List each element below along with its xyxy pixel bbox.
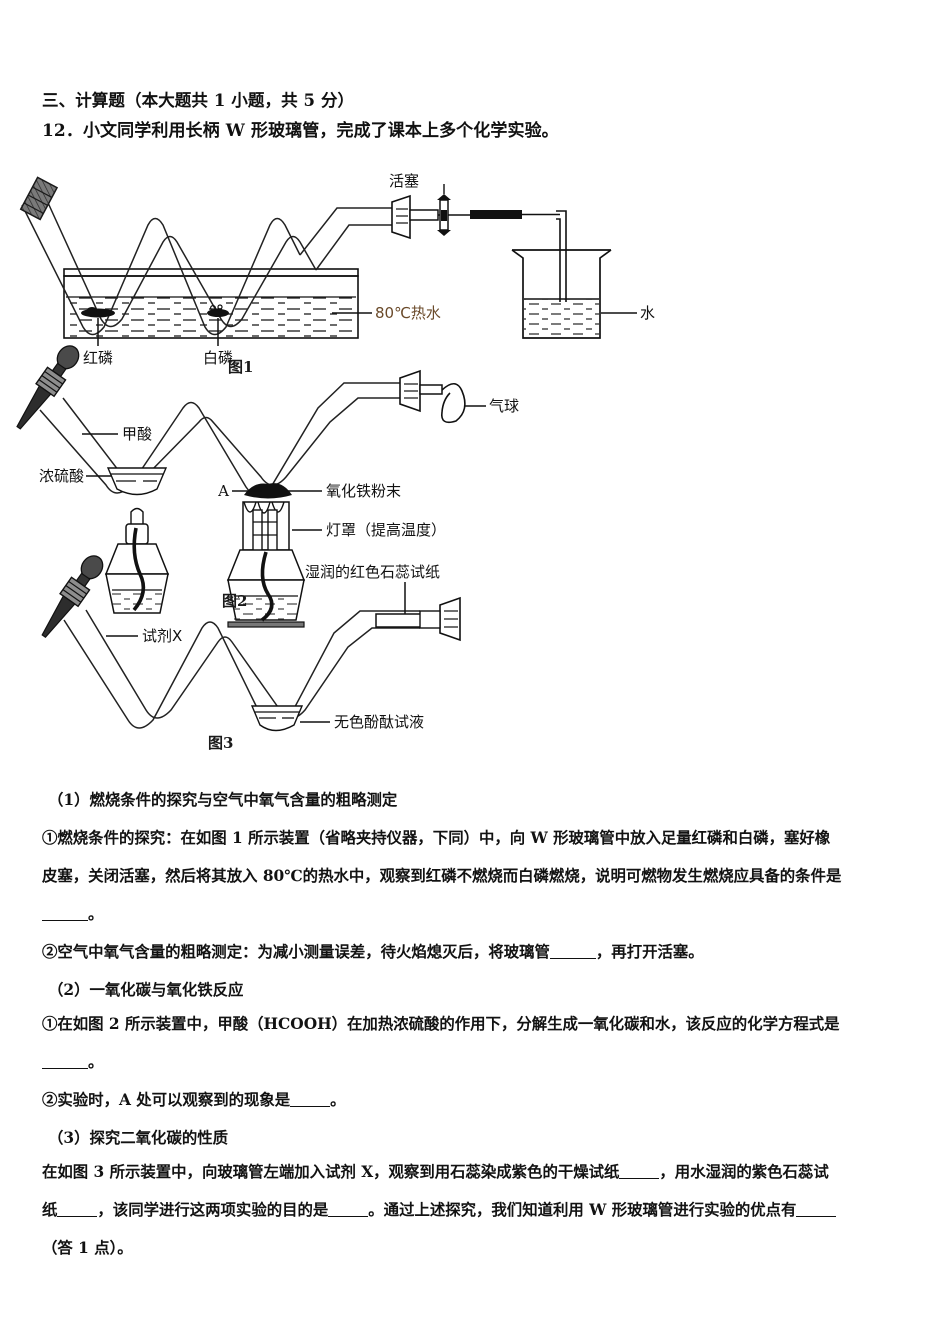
question-2b-pre: ②实验时，A 处可以观察到的现象是 — [42, 1091, 291, 1109]
figure-3-group: 试剂X 湿润的红色石蕊试纸 无色酚酞试液 — [41, 555, 461, 732]
fig1-water-bath — [63, 268, 359, 339]
fig2-balloon — [440, 382, 466, 424]
answer-blank-6[interactable] — [57, 1202, 98, 1217]
fig3-w-tube — [63, 609, 420, 729]
fig2-label-balloon: 气球 — [489, 397, 519, 415]
fig2-w-tube — [39, 382, 400, 496]
question-2b-line: ②实验时，A 处可以观察到的现象是 。 — [42, 1090, 916, 1111]
fig1-label-hot-water: 80℃热水 — [375, 304, 441, 322]
fig2-iron-oxide-powder — [244, 483, 292, 499]
fig1-label-beaker-water: 水 — [640, 304, 655, 322]
question-2b-post: 。 — [330, 1091, 346, 1109]
fig1-rubber-tube — [470, 210, 567, 302]
fig3-phenolphthalein-liquid — [250, 705, 304, 732]
question-1a-line-3-suffix: 。 — [88, 905, 104, 923]
fig1-beaker — [511, 249, 612, 339]
fig1-label-white-phosphorus: 白磷 — [203, 349, 233, 367]
fig2-label-point-a: A — [217, 482, 229, 500]
fig2-sulfuric-acid-liquid — [106, 467, 168, 496]
question-1b-pre: ②空气中氧气含量的粗略测定：为减小测量误差，待火焰熄灭后，将玻璃管 — [42, 943, 550, 961]
question-1a-line-3: 。 — [42, 904, 916, 925]
fig1-right-stopper — [391, 194, 439, 240]
fig1-label-red-phosphorus: 红磷 — [83, 349, 113, 367]
answer-blank-1[interactable] — [42, 906, 88, 921]
question-3-line-1-pre: 在如图 3 所示装置中，向玻璃管左端加入试剂 X，观察到用石蕊染成紫色的干燥试纸 — [42, 1163, 620, 1181]
fig2-right-stopper — [399, 369, 443, 413]
fig2-label-iron-oxide: 氧化铁粉末 — [326, 482, 401, 500]
fig2-dropper — [16, 345, 80, 430]
fig3-right-stopper — [419, 596, 461, 642]
figure-area: 活塞 80℃热水 水 红磷 白磷 — [0, 150, 950, 780]
question-stem: 12．小文同学利用长柄 W 形玻璃管，完成了课本上多个化学实验。 — [42, 121, 559, 141]
answer-blank-5[interactable] — [619, 1164, 660, 1179]
answer-blank-7[interactable] — [328, 1202, 369, 1217]
fig1-label-piston: 活塞 — [389, 172, 419, 190]
question-3-line-2-a: 纸 — [42, 1201, 58, 1219]
figure-1-group: 活塞 80℃热水 水 红磷 白磷 — [19, 172, 655, 367]
answer-blank-3[interactable] — [42, 1054, 88, 1069]
question-1a-line-1: ①燃烧条件的探究：在如图 1 所示装置（省略夹持仪器，下同）中，向 W 形玻璃管… — [42, 829, 831, 847]
section-heading: 三、计算题（本大题共 1 小题，共 5 分） — [42, 91, 355, 110]
fig1-right-arm — [299, 207, 392, 271]
question-1-title: （1）燃烧条件的探究与空气中氧气含量的粗略测定 — [48, 791, 398, 809]
fig2-alcohol-lamp-left — [104, 507, 170, 614]
question-1a-line-2: 皮塞，关闭活塞，然后将其放入 80℃的热水中，观察到红磷不燃烧而白磷燃烧，说明可… — [42, 867, 842, 885]
fig3-label-phenolphthalein: 无色酚酞试液 — [334, 713, 424, 731]
fig1-red-phosphorus-sample — [81, 307, 115, 318]
fig1-w-tube — [21, 193, 317, 336]
fig2-label-sulfuric-acid: 浓硫酸 — [39, 467, 84, 485]
figure-2-caption: 图2 — [222, 592, 248, 610]
question-2a-line-1: ①在如图 2 所示装置中，甲酸（HCOOH）在加热浓硫酸的作用下，分解生成一氧化… — [42, 1015, 840, 1033]
apparatus-diagrams: 活塞 80℃热水 水 红磷 白磷 — [16, 172, 655, 732]
question-1b-post: ，再打开活塞。 — [595, 943, 704, 961]
question-3-line-2-c: 。通过上述探究，我们知道利用 W 形玻璃管进行实验的优点有 — [368, 1201, 797, 1219]
fig2-alcohol-lamp-right — [226, 501, 306, 628]
fig1-left-stopper — [19, 176, 59, 221]
answer-blank-2[interactable] — [549, 944, 596, 959]
question-1b-line: ②空气中氧气含量的粗略测定：为减小测量误差，待火焰熄灭后，将玻璃管 ，再打开活塞。 — [42, 942, 916, 963]
fig2-label-formic-acid: 甲酸 — [122, 425, 152, 443]
question-2a-line-2-suffix: 。 — [88, 1053, 104, 1071]
question-3-line-3: （答 1 点）。 — [42, 1239, 133, 1257]
answer-blank-8[interactable] — [796, 1202, 837, 1217]
fig3-label-reagent-x: 试剂X — [142, 627, 182, 645]
question-3-line-1: 在如图 3 所示装置中，向玻璃管左端加入试剂 X，观察到用石蕊染成紫色的干燥试纸… — [42, 1162, 916, 1183]
question-3-line-2-b: ，该同学进行这两项实验的目的是 — [97, 1201, 329, 1219]
fig2-label-lamp-shade: 灯罩（提高温度） — [326, 521, 446, 539]
figure-1-caption: 图1 — [228, 358, 254, 376]
figure-2-group: 甲酸 浓硫酸 A 氧化铁粉末 灯罩（提高温度） 气球 — [16, 345, 519, 628]
question-3-line-2: 纸 ，该同学进行这两项实验的目的是 。通过上述探究，我们知道利用 W 形玻璃管进行实… — [42, 1200, 916, 1221]
figure-3-caption: 图3 — [208, 734, 234, 752]
fig3-dropper — [41, 555, 104, 639]
question-2a-line-2: 。 — [42, 1052, 916, 1073]
fig3-label-moist-red-litmus: 湿润的红色石蕊试纸 — [305, 563, 440, 581]
answer-blank-4[interactable] — [290, 1092, 331, 1107]
fig1-white-phosphorus-sample — [207, 304, 229, 317]
fig1-piston-valve — [437, 184, 470, 236]
question-2-title: （2）一氧化碳与氧化铁反应 — [48, 981, 244, 999]
question-3-line-1-post: ，用水湿润的紫色石蕊试 — [659, 1163, 829, 1181]
question-3-title: （3）探究二氧化碳的性质 — [48, 1129, 229, 1147]
